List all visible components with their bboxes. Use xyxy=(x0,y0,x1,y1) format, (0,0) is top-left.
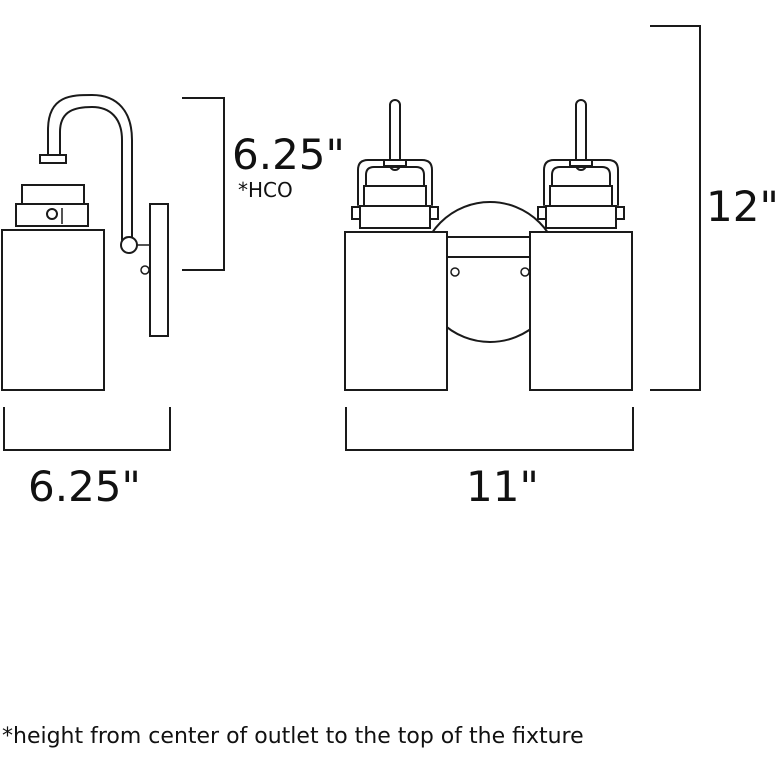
front-height-dimension-line xyxy=(650,25,701,391)
side-backplate xyxy=(149,203,169,337)
right-glass-shade xyxy=(529,231,633,391)
left-glass-shade xyxy=(344,231,448,391)
front-height-label: 12" xyxy=(706,182,779,231)
side-width-dimension-line xyxy=(3,407,171,451)
side-height-label: 6.25" xyxy=(232,130,345,179)
front-width-label: 11" xyxy=(466,462,539,511)
front-left-light xyxy=(344,99,448,391)
right-cage xyxy=(543,159,619,206)
front-width-dimension-line xyxy=(345,407,634,451)
footnote: *height from center of outlet to the top… xyxy=(2,724,584,749)
side-screw xyxy=(46,208,58,220)
side-arm xyxy=(47,94,133,241)
front-view xyxy=(344,99,633,391)
right-arm xyxy=(575,99,587,171)
side-knob xyxy=(120,236,138,254)
left-arm xyxy=(389,99,401,171)
side-glass-shade xyxy=(1,229,105,391)
front-right-light xyxy=(529,99,633,391)
side-width-label: 6.25" xyxy=(28,462,141,511)
side-view xyxy=(1,94,169,391)
side-height-dimension-line xyxy=(182,97,225,271)
side-socket-cup xyxy=(21,184,85,206)
hco-note: *HCO xyxy=(238,178,293,202)
side-arm-collar xyxy=(39,154,67,164)
left-cage xyxy=(357,159,433,206)
